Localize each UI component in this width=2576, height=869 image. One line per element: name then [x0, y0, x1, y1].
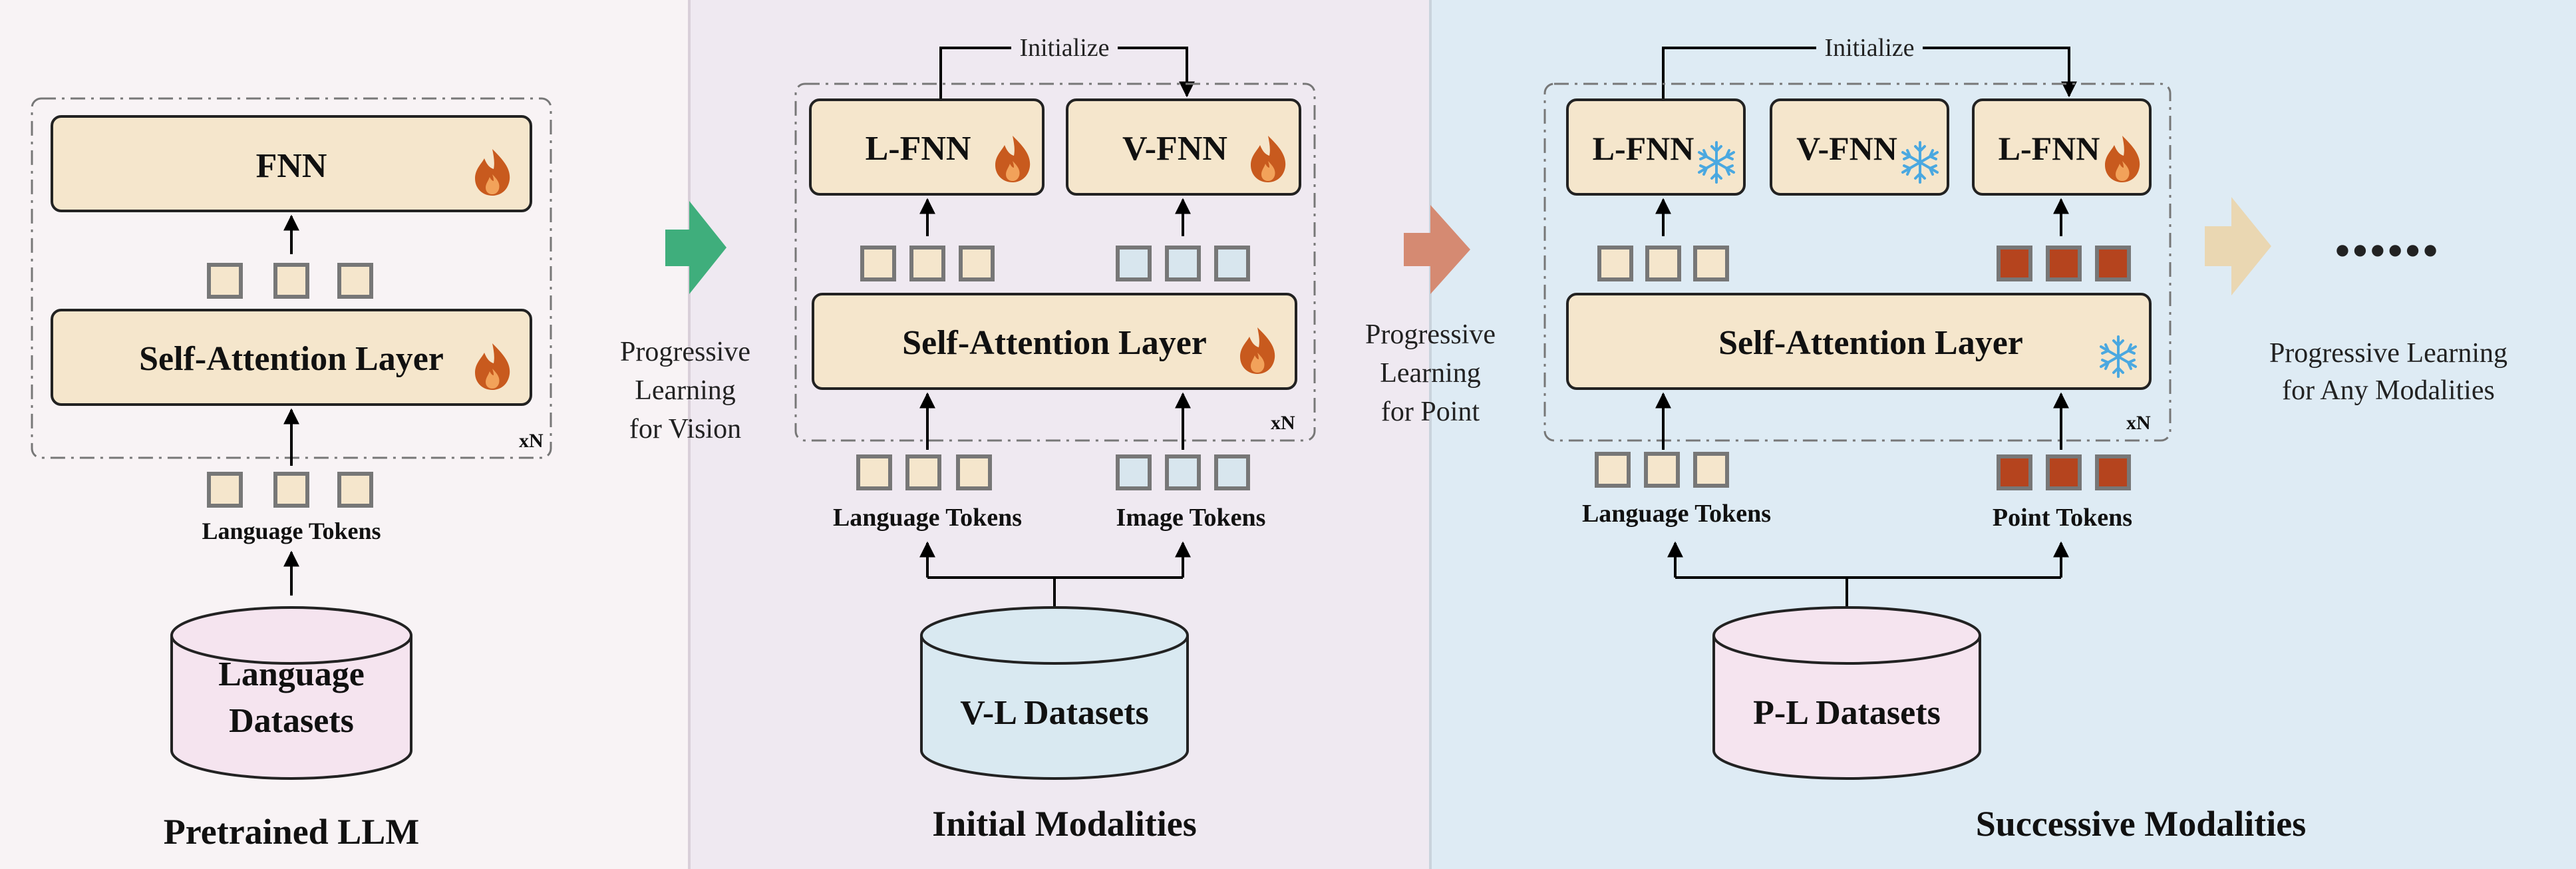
panel-title: Initial Modalities: [932, 804, 1197, 844]
panel-successive: Initialize xN L-FNN V-FNN L-FNN Self-Att…: [1543, 29, 2306, 844]
language-token-row: [207, 472, 373, 508]
self-attention-module: [51, 309, 532, 406]
p-fnn-label: L-FNN: [1999, 130, 2100, 167]
progress-arrow-vision: [665, 201, 726, 294]
repeat-label: xN: [1271, 412, 1295, 434]
repeat-label: xN: [2126, 412, 2151, 434]
transition-label: Learning: [635, 375, 736, 406]
self-attention-label: Self-Attention Layer: [1718, 324, 2023, 362]
initialize-label: Initialize: [1019, 34, 1109, 62]
dataset-label: P-L Datasets: [1753, 694, 1941, 732]
fnn-label: FNN: [256, 147, 327, 185]
dataset-label: V-L Datasets: [960, 694, 1149, 732]
transition-label: for Point: [1381, 397, 1480, 427]
image-tokens-label: Image Tokens: [1116, 504, 1266, 532]
dataset-label: Datasets: [229, 702, 354, 740]
language-tokens-label: Language Tokens: [202, 518, 381, 544]
transition-label: for Any Modalities: [2282, 375, 2495, 406]
self-attention-label: Self-Attention Layer: [902, 324, 1207, 362]
dataset-label: Language: [218, 655, 365, 693]
layer-stack-frame: [794, 83, 1316, 442]
transition-label: Progressive: [620, 337, 750, 367]
transition-vision: Progressive Learning for Vision: [620, 201, 750, 444]
language-token-row: [207, 263, 373, 299]
l-fnn-label: L-FNN: [1593, 130, 1694, 167]
l-fnn-module: [809, 98, 1045, 196]
language-token-row: [1597, 246, 1729, 281]
point-tokens-label: Point Tokens: [1993, 504, 2132, 532]
pl-datasets-cylinder: [1712, 606, 1981, 780]
initialize-label: Initialize: [1824, 34, 1914, 62]
ellipsis: ••••••: [2335, 227, 2440, 274]
progress-arrow-point: [1404, 205, 1470, 294]
image-token-row: [1116, 454, 1250, 490]
initialize-label-bg: [1816, 29, 1923, 65]
image-token-row: [1116, 246, 1250, 281]
repeat-label: xN: [519, 430, 544, 452]
transition-label: Progressive: [1365, 319, 1496, 350]
transition-label: for Vision: [629, 414, 741, 444]
panel-title: Successive Modalities: [1976, 804, 2306, 844]
panel-llm: xN FNN Self-Attention Layer Language Tok…: [31, 97, 552, 852]
language-token-row: [856, 454, 992, 490]
self-attention-module: [1566, 293, 2152, 390]
v-fnn-label: V-FNN: [1122, 130, 1227, 168]
transition-point: Progressive Learning for Point: [1365, 205, 1496, 427]
initialize-label-bg: [1011, 29, 1118, 65]
self-attention-module: [812, 293, 1297, 390]
panel-initial: Initialize xN L-FNN V-FNN Self-Attention…: [794, 29, 1316, 844]
panel-title: Pretrained LLM: [164, 812, 419, 852]
layer-stack-frame: [1543, 83, 2172, 442]
transition-label: Progressive Learning: [2269, 338, 2507, 369]
progress-arrow-any: [2205, 197, 2271, 295]
v-fnn-label: V-FNN: [1796, 130, 1897, 167]
l-fnn-label: L-FNN: [866, 130, 971, 168]
vl-datasets-cylinder: [920, 606, 1189, 780]
v-fnn-module: [1066, 98, 1301, 196]
language-tokens-label: Language Tokens: [1582, 500, 1771, 528]
language-tokens-label: Language Tokens: [833, 504, 1022, 532]
self-attention-label: Self-Attention Layer: [139, 340, 444, 378]
fnn-module: [51, 115, 532, 212]
language-token-row: [860, 246, 995, 281]
point-token-row: [1997, 246, 2131, 281]
transition-any: •••••• Progressive Learning for Any Moda…: [2205, 197, 2507, 406]
transition-label: Learning: [1380, 358, 1481, 389]
point-token-row: [1997, 454, 2131, 490]
language-datasets-cylinder: [170, 606, 412, 780]
language-token-row: [1595, 452, 1729, 488]
